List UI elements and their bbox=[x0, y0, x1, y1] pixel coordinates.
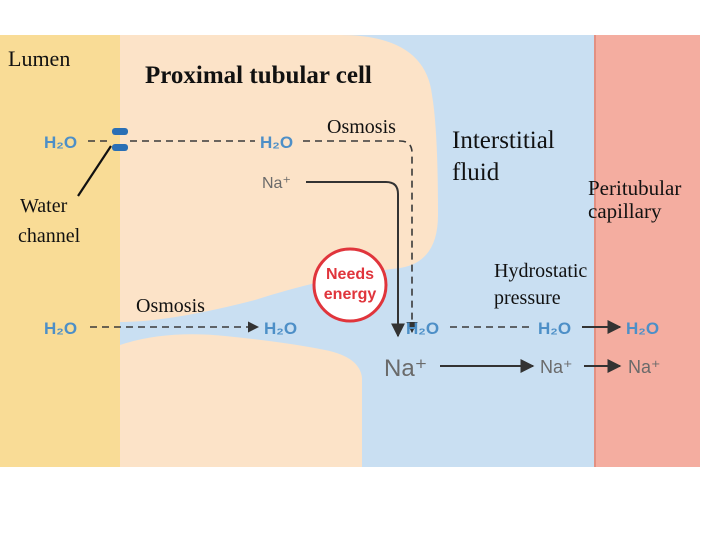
capillary-region bbox=[595, 35, 700, 467]
h2o-lumen-top: H₂O bbox=[44, 133, 77, 152]
capillary-label-line1: Peritubular bbox=[588, 176, 681, 200]
capillary-label-line2: capillary bbox=[588, 199, 662, 223]
cell-label: Proximal tubular cell bbox=[145, 62, 372, 89]
water-channel-icon bbox=[112, 128, 128, 151]
water-channel-pointer bbox=[77, 145, 112, 197]
h2o-cell-top: H₂O bbox=[260, 133, 293, 152]
needs-energy-badge: Needs energy bbox=[312, 247, 388, 323]
h2o-lumen-bottom: H₂O bbox=[44, 319, 77, 338]
needs-energy-line2: energy bbox=[324, 286, 377, 303]
lumen-region bbox=[0, 35, 120, 467]
na-interstitial-2: Na⁺ bbox=[540, 357, 573, 377]
needs-energy-line1: Needs bbox=[326, 266, 374, 283]
na-interstitial: Na⁺ bbox=[384, 355, 427, 382]
interstitial-label-line1: Interstitial bbox=[452, 127, 555, 154]
na-capillary: Na⁺ bbox=[628, 357, 661, 377]
osmosis-label-top: Osmosis bbox=[327, 116, 396, 138]
h2o-interstitial-2: H₂O bbox=[538, 319, 571, 338]
water-channel-label-line1: Water bbox=[20, 195, 68, 217]
water-channel-label-line2: channel bbox=[18, 225, 81, 247]
interstitial-label-line2: fluid bbox=[452, 159, 500, 186]
hydrostatic-label-line1: Hydrostatic bbox=[494, 260, 587, 282]
na-cell: Na⁺ bbox=[262, 175, 291, 192]
hydrostatic-label-line2: pressure bbox=[494, 287, 561, 309]
proximal-tubular-cell-lower bbox=[120, 334, 362, 467]
h2o-interstitial: H₂O bbox=[406, 319, 439, 338]
osmosis-top-dashed-path bbox=[303, 140, 418, 334]
na-cell-exit-arrow bbox=[306, 181, 405, 338]
h2o-capillary: H₂O bbox=[626, 319, 659, 338]
h2o-paracellular: H₂O bbox=[264, 319, 297, 338]
lumen-label: Lumen bbox=[8, 46, 70, 71]
osmosis-label-bottom: Osmosis bbox=[136, 295, 205, 317]
